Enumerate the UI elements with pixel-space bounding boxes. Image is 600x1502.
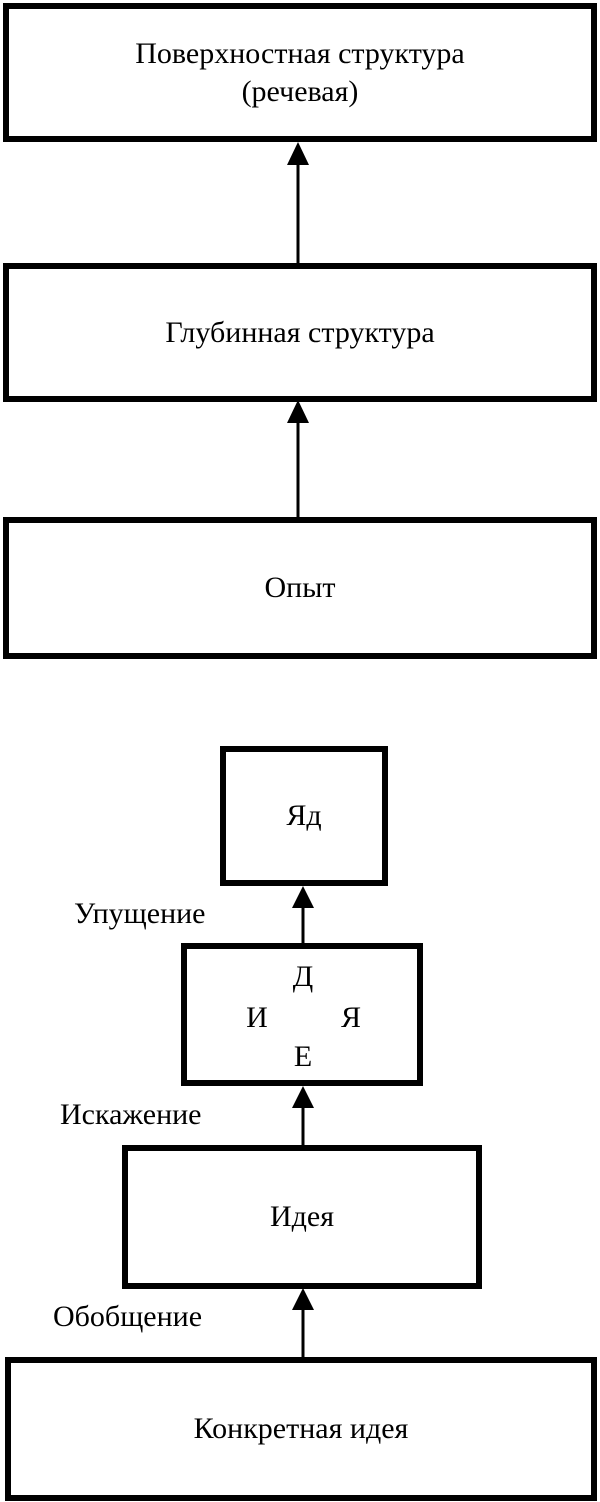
generalization-label: Обобщение [53,1300,203,1333]
letter-top: Д [292,960,314,993]
yad-label: Яд [286,799,322,832]
concrete-idea-label: Конкретная идея [193,1412,409,1445]
arrowhead-deep-to-surface [287,142,309,165]
arrowhead-concrete-to-idea [292,1288,314,1310]
letter-bottom: Е [293,1040,313,1073]
arrowhead-idea-letters-to-yad [292,886,314,908]
letters-box [181,943,423,1086]
distortion-label: Искажение [60,1098,202,1131]
yad-box: Яд [220,746,388,886]
idea-box: Идея [122,1145,482,1289]
letter-left: И [246,1001,268,1034]
surface-structure-line1: Поверхностная структура [135,36,465,70]
surface-structure-box: Поверхностная структура (речевая) [3,3,597,142]
surface-structure-line2: (речевая) [241,74,359,108]
omission-label: Упущение [74,897,206,930]
idea-label: Идея [269,1200,335,1233]
experience-label: Опыт [264,571,336,604]
experience-box: Опыт [3,517,597,659]
concrete-idea-box: Конкретная идея [5,1357,597,1501]
deep-structure-box: Глубинная структура [3,263,597,402]
letter-right: Я [340,1001,361,1034]
arrowhead-idea-to-letters [292,1086,314,1108]
deep-structure-label: Глубинная структура [165,315,435,349]
arrowhead-experience-to-deep [287,400,309,423]
